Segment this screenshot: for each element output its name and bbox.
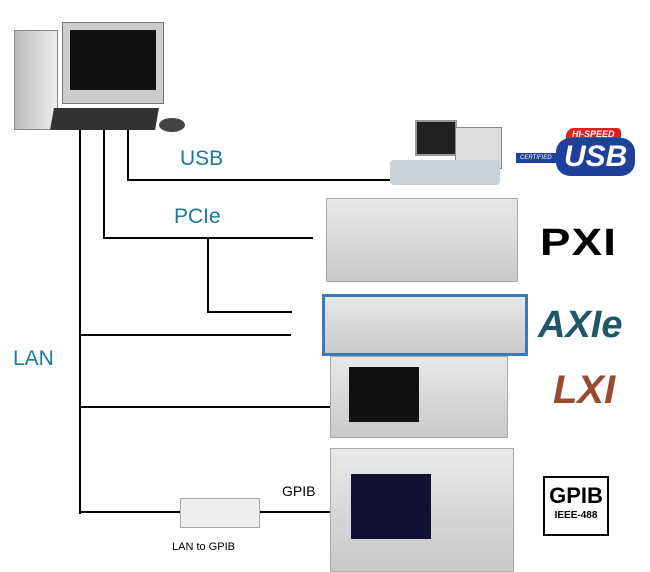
usb-devices-image <box>385 115 510 195</box>
computer-icon <box>14 22 189 137</box>
axie-chassis-image <box>322 294 528 356</box>
lxi-analyzer-image <box>330 356 508 438</box>
lxi-logo: LXI <box>553 368 616 412</box>
usb-logo: HI-SPEED CERTIFIED USB <box>516 128 636 182</box>
lan-to-gpib-converter-image <box>180 498 260 528</box>
axie-logo: AXIe <box>538 304 623 346</box>
pxi-logo: PXI <box>540 222 618 264</box>
gpib-label: GPIB <box>282 483 316 499</box>
gpib-oscilloscope-image <box>330 448 514 572</box>
usb-label: USB <box>180 147 224 170</box>
lan-to-gpib-label: LAN to GPIB <box>172 541 235 553</box>
lan-label: LAN <box>13 347 54 370</box>
gpib-logo: GPIB IEEE-488 <box>543 476 609 536</box>
pxi-chassis-image <box>326 198 518 282</box>
pcie-label: PCIe <box>174 205 221 228</box>
